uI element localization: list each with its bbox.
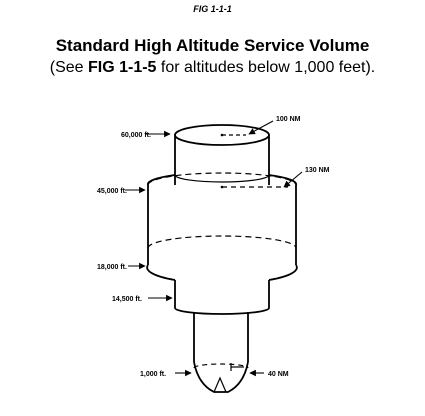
wide-cylinder bbox=[146, 172, 298, 281]
altitude-label-1000: 1,000 ft. bbox=[140, 371, 166, 378]
radius-indicators bbox=[222, 134, 288, 188]
radius-label-100nm: 100 NM bbox=[276, 116, 301, 123]
center-point-upper bbox=[220, 133, 224, 137]
radius-label-40nm: 40 NM bbox=[268, 371, 289, 378]
subtitle-figure-ref: FIG 1-1-5 bbox=[87, 59, 157, 76]
altitude-label-14500: 14,500 ft. bbox=[112, 296, 142, 303]
upper-cylinder bbox=[174, 124, 270, 185]
figure-label: FIG 1-1-1 bbox=[193, 4, 232, 14]
narrow-cylinder bbox=[174, 280, 270, 315]
terminal-cone bbox=[193, 312, 249, 393]
altitude-label-60000: 60,000 ft. bbox=[121, 132, 151, 139]
subtitle-suffix: for altitudes below 1,000 feet). bbox=[156, 59, 376, 76]
altitude-label-45000: 45,000 ft. bbox=[97, 188, 127, 195]
diagram-subtitle: (See FIG 1-1-5 for altitudes below 1,000… bbox=[0, 59, 425, 77]
radius-label-130nm: 130 NM bbox=[305, 167, 330, 174]
altitude-label-18000: 18,000 ft. bbox=[97, 264, 127, 271]
subtitle-prefix: (See bbox=[49, 59, 88, 76]
center-point-wide bbox=[220, 185, 224, 189]
diagram-title: Standard High Altitude Service Volume bbox=[55, 36, 370, 55]
